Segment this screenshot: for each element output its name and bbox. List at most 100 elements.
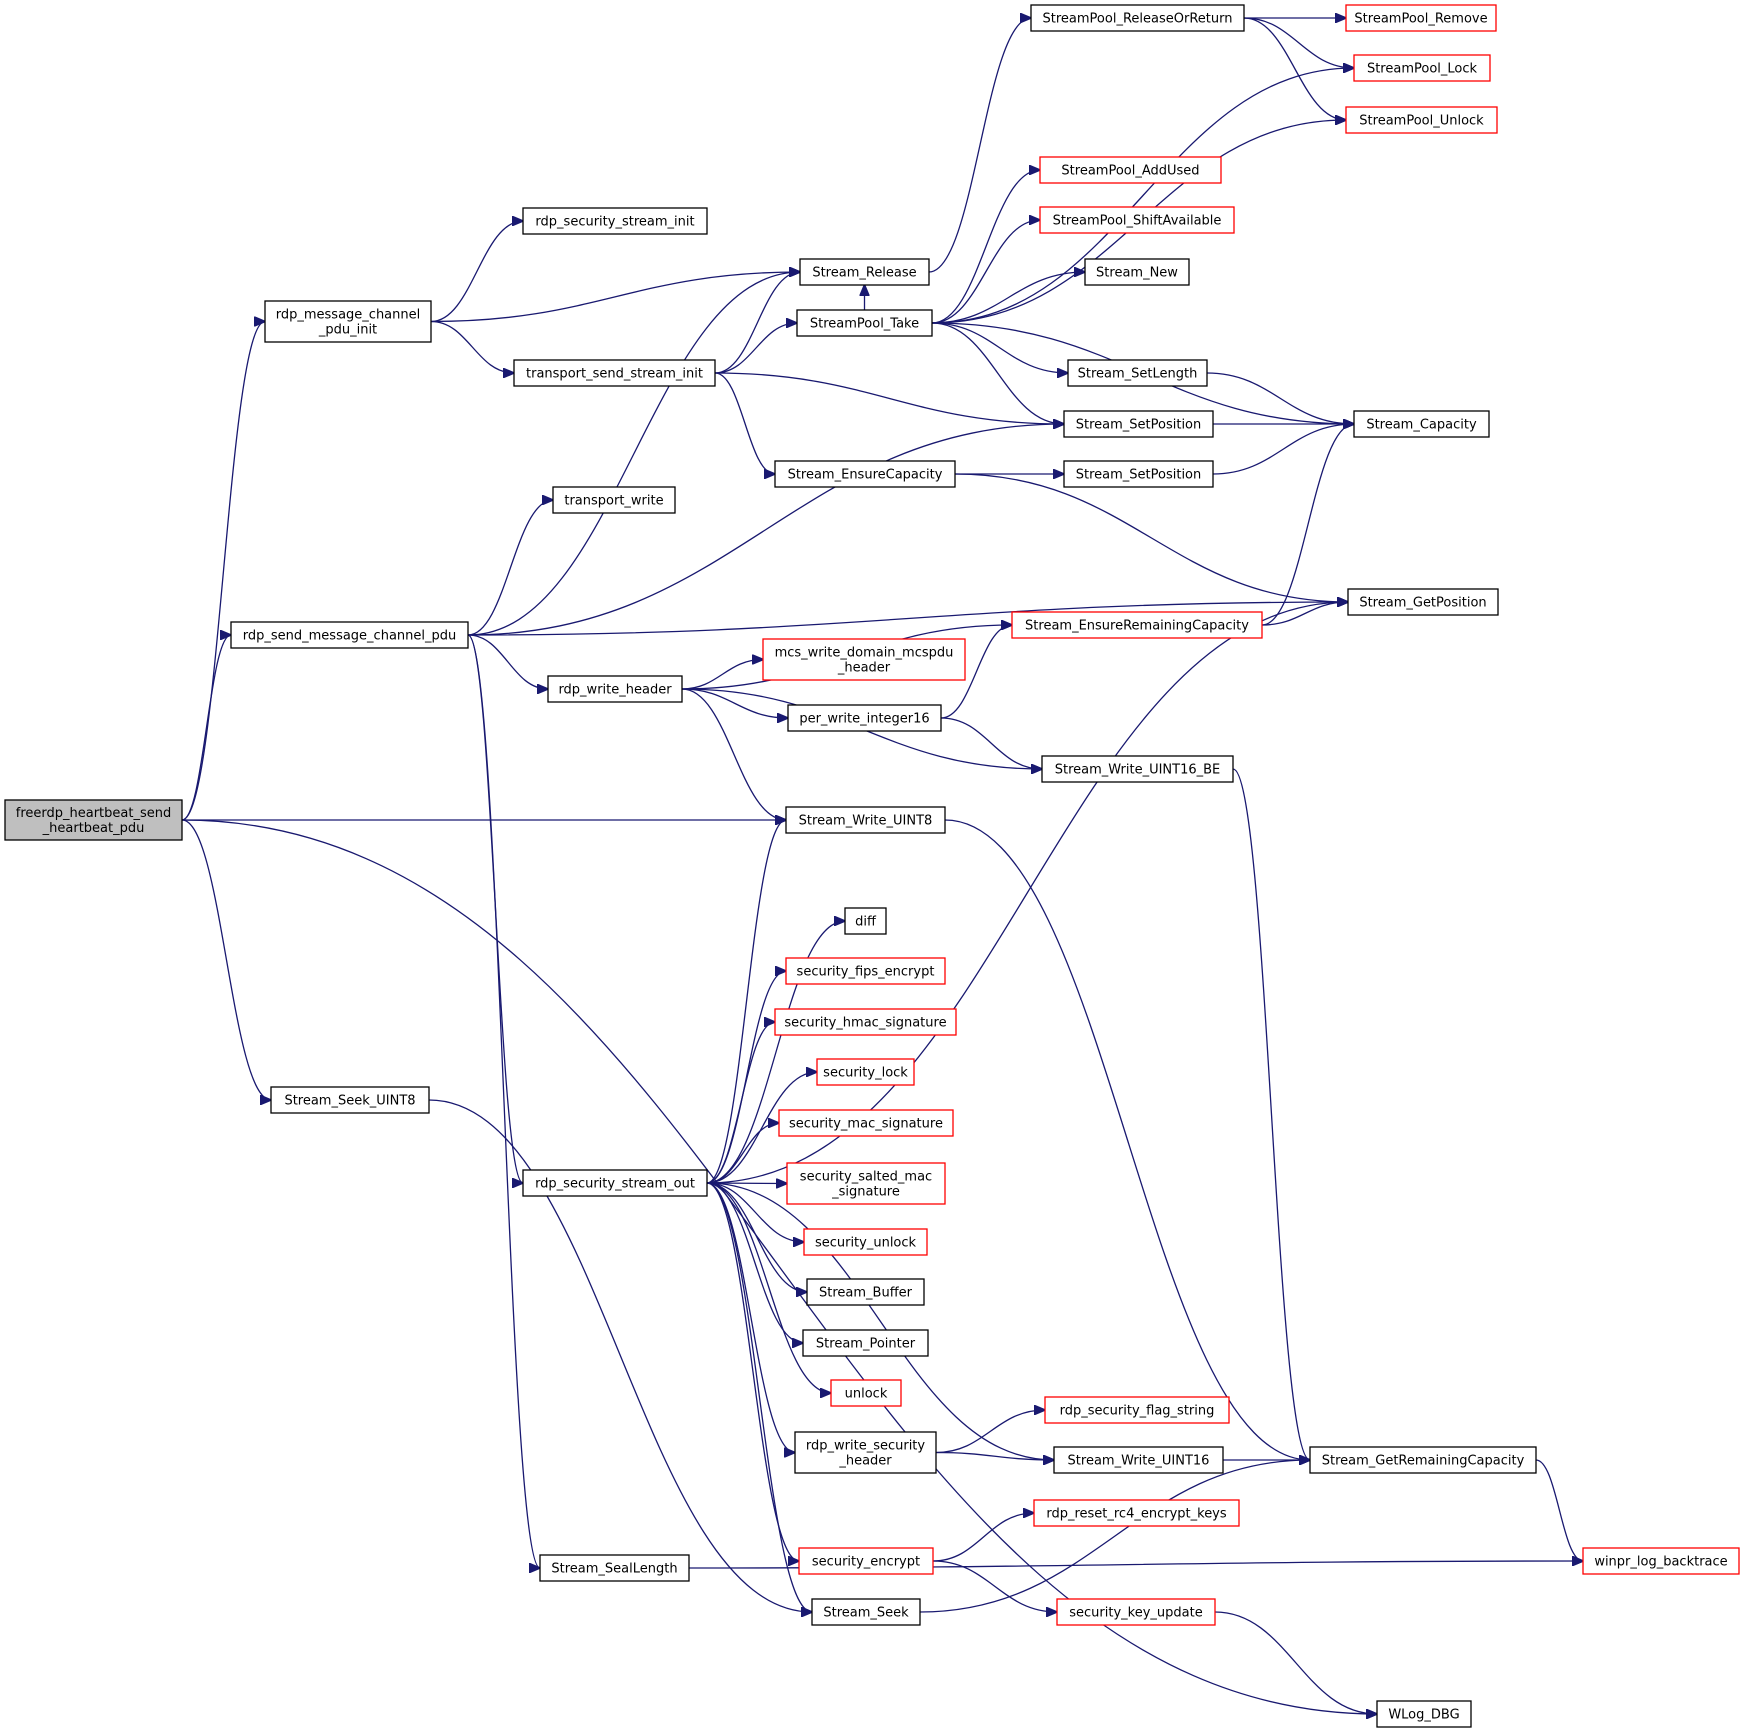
node-msg-init[interactable]: rdp_message_channel_pdu_init xyxy=(264,300,432,343)
node-ensure-cap[interactable]: Stream_EnsureCapacity xyxy=(774,460,956,488)
node-transport-init[interactable]: transport_send_stream_init xyxy=(513,359,716,387)
node-capacity[interactable]: Stream_Capacity xyxy=(1353,410,1490,438)
node-label: Stream_GetPosition xyxy=(1359,596,1486,611)
node-sec-stream-init[interactable]: rdp_security_stream_init xyxy=(522,207,708,235)
node-box xyxy=(1345,106,1498,134)
node-label: security_fips_encrypt xyxy=(797,965,935,980)
edge-sec_encrypt-to-rc4_keys xyxy=(932,1513,1034,1562)
node-label: Stream_EnsureRemainingCapacity xyxy=(1025,619,1249,634)
node-unlock[interactable]: unlock xyxy=(830,1379,902,1407)
edge-sec_stream_out-to-diff xyxy=(706,921,845,1184)
node-label: rdp_write_header xyxy=(558,683,672,698)
node-box xyxy=(778,1109,954,1137)
node-buffer[interactable]: Stream_Buffer xyxy=(806,1278,925,1306)
node-label: mcs_write_domain_mcspdu xyxy=(775,646,954,661)
node-seek-u8[interactable]: Stream_Seek_UINT8 xyxy=(270,1086,430,1114)
node-sec-lock[interactable]: security_lock xyxy=(816,1058,915,1086)
node-box xyxy=(522,1169,708,1197)
node-stream-new[interactable]: Stream_New xyxy=(1084,258,1190,286)
edge-path xyxy=(931,322,1064,424)
node-box xyxy=(785,806,946,834)
node-write-u8[interactable]: Stream_Write_UINT8 xyxy=(785,806,946,834)
node-label: Stream_Buffer xyxy=(819,1286,913,1301)
edge-sec_stream_out-to-sec_lock xyxy=(706,1072,817,1184)
node-shift-avail[interactable]: StreamPool_ShiftAvailable xyxy=(1039,206,1235,234)
node-write-header[interactable]: rdp_write_header xyxy=(547,675,683,703)
edge-root-to-msg_init xyxy=(181,322,265,821)
edge-sec_stream_out-to-write_sec_hdr xyxy=(706,1182,795,1453)
edge-msg_init-to-transport_init xyxy=(430,320,514,374)
edge-sec_stream_out-to-sec_encrypt xyxy=(706,1182,799,1561)
node-send-msg[interactable]: rdp_send_message_channel_pdu xyxy=(230,621,469,649)
node-label: Stream_SetPosition xyxy=(1076,468,1202,483)
edge-root-to-seek_u8 xyxy=(181,819,271,1100)
node-root[interactable]: freerdp_heartbeat_send_heartbeat_pdu xyxy=(4,799,183,841)
node-fips[interactable]: security_fips_encrypt xyxy=(785,957,946,985)
node-label: _header xyxy=(837,661,891,676)
node-box xyxy=(1011,611,1263,639)
edge-pool_take-to-set_pos1 xyxy=(931,322,1064,424)
node-pool-remove[interactable]: StreamPool_Remove xyxy=(1345,4,1497,32)
node-set-length[interactable]: Stream_SetLength xyxy=(1067,359,1208,387)
node-mcs-header[interactable]: mcs_write_domain_mcspdu_header xyxy=(762,638,966,681)
node-sec-stream-out[interactable]: rdp_security_stream_out xyxy=(522,1169,708,1197)
edge-per_int16-to-ensure_rem xyxy=(940,625,1012,719)
node-label: _pdu_init xyxy=(318,323,377,338)
node-label: StreamPool_ReleaseOrReturn xyxy=(1043,12,1233,27)
node-diff[interactable]: diff xyxy=(844,907,887,935)
node-transport-write[interactable]: transport_write xyxy=(552,486,676,514)
node-set-pos1[interactable]: Stream_SetPosition xyxy=(1063,410,1214,438)
node-box xyxy=(1041,755,1234,783)
node-flag-string[interactable]: rdp_security_flag_string xyxy=(1044,1396,1230,1424)
edge-path xyxy=(931,220,1040,324)
edge-set_length-to-capacity xyxy=(1206,372,1354,424)
node-pool-lock[interactable]: StreamPool_Lock xyxy=(1353,54,1491,82)
node-set-pos2[interactable]: Stream_SetPosition xyxy=(1063,460,1214,488)
edge-pool_take-to-stream_new xyxy=(931,272,1085,324)
node-seek[interactable]: Stream_Seek xyxy=(811,1598,921,1626)
edge-path xyxy=(1535,1459,1583,1561)
node-pool-take[interactable]: StreamPool_Take xyxy=(796,309,933,337)
edge-path xyxy=(467,500,553,636)
node-salted[interactable]: security_salted_mac_signature xyxy=(786,1162,946,1205)
node-per-int16[interactable]: per_write_integer16 xyxy=(787,704,942,732)
edge-write_sec_hdr-to-write_u16 xyxy=(935,1451,1054,1461)
node-get-pos[interactable]: Stream_GetPosition xyxy=(1347,588,1499,616)
edge-path xyxy=(1206,372,1354,424)
node-write-u16[interactable]: Stream_Write_UINT16 xyxy=(1053,1446,1224,1474)
node-ensure-rem[interactable]: Stream_EnsureRemainingCapacity xyxy=(1011,611,1263,639)
edge-path xyxy=(706,1182,804,1242)
node-sec-encrypt[interactable]: security_encrypt xyxy=(798,1547,934,1575)
node-write-sec-hdr[interactable]: rdp_write_security_header xyxy=(794,1431,937,1474)
node-mac-sig[interactable]: security_mac_signature xyxy=(778,1109,954,1137)
node-key-update[interactable]: security_key_update xyxy=(1056,1598,1216,1626)
node-wlog[interactable]: WLog_DBG xyxy=(1376,1700,1472,1728)
edge-path xyxy=(681,660,763,690)
node-release[interactable]: Stream_Release xyxy=(799,258,930,286)
node-label: security_mac_signature xyxy=(789,1117,943,1132)
edge-transport_init-to-release xyxy=(714,272,800,374)
edge-ensure_rem-to-get_pos xyxy=(1261,602,1348,626)
node-pointer[interactable]: Stream_Pointer xyxy=(802,1329,929,1357)
node-label: Stream_Capacity xyxy=(1366,418,1477,433)
node-box xyxy=(1353,410,1490,438)
node-seal-length[interactable]: Stream_SealLength xyxy=(539,1554,690,1582)
edge-path xyxy=(467,424,1064,636)
node-release-return[interactable]: StreamPool_ReleaseOrReturn xyxy=(1030,4,1245,32)
node-label: rdp_write_security xyxy=(806,1439,926,1454)
node-rc4-keys[interactable]: rdp_reset_rc4_encrypt_keys xyxy=(1033,1499,1240,1527)
node-hmac[interactable]: security_hmac_signature xyxy=(774,1008,957,1036)
node-label: security_salted_mac xyxy=(800,1170,932,1185)
node-label: Stream_SealLength xyxy=(551,1562,677,1577)
node-write-u16be[interactable]: Stream_Write_UINT16_BE xyxy=(1041,755,1234,783)
node-pool-unlock[interactable]: StreamPool_Unlock xyxy=(1345,106,1498,134)
edge-root-to-send_msg xyxy=(181,635,231,821)
node-box xyxy=(830,1379,902,1407)
node-add-used[interactable]: StreamPool_AddUsed xyxy=(1039,156,1222,184)
node-backtrace[interactable]: winpr_log_backtrace xyxy=(1582,1547,1740,1575)
node-sec-unlock[interactable]: security_unlock xyxy=(803,1228,928,1256)
edge-msg_init-to-release xyxy=(430,272,800,323)
edge-msg_init-to-sec_stream_init xyxy=(430,221,523,323)
node-get-rem-cap[interactable]: Stream_GetRemainingCapacity xyxy=(1309,1446,1537,1474)
node-box xyxy=(1056,1598,1216,1626)
